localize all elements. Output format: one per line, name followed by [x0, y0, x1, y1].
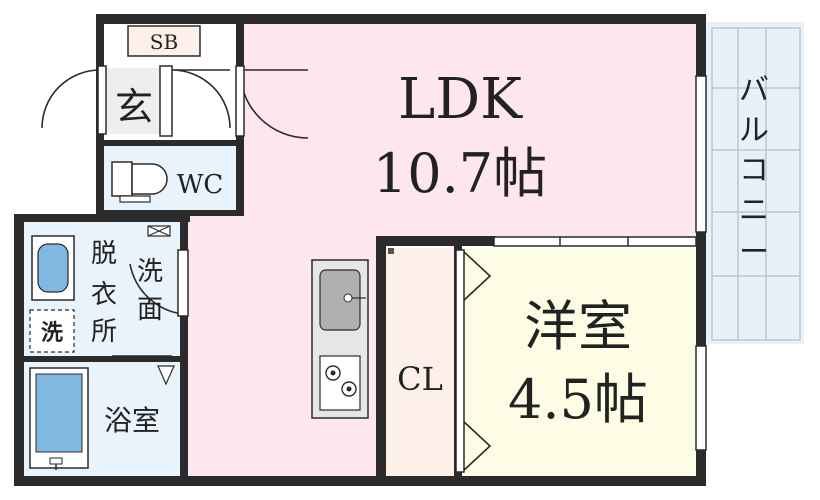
balcony-label-5: ー	[739, 235, 769, 270]
vanity-label-1: 洗	[137, 257, 163, 287]
ldk-window	[695, 75, 707, 233]
door-panel-front	[97, 65, 107, 135]
bedroom-label: 洋室	[524, 295, 632, 358]
kitchen-counter	[311, 259, 369, 419]
closet-pillar	[388, 248, 394, 254]
door-panel-washroom	[177, 249, 189, 317]
front-door	[41, 69, 101, 129]
shoe-box	[127, 25, 201, 57]
balcony-label-3: コ	[739, 153, 769, 188]
vanity-icon	[31, 235, 75, 301]
bathroom-label: 浴室	[104, 404, 160, 437]
washing-machine-icon	[29, 309, 75, 353]
bedroom-window	[695, 345, 707, 451]
bedroom-size: 4.5帖	[508, 368, 648, 431]
washer-label: 洗	[41, 320, 63, 346]
balcony-floor	[706, 22, 804, 344]
balcony-label-1: バ	[739, 73, 769, 108]
stove-icon	[319, 355, 361, 411]
bath-door-marker	[157, 365, 175, 386]
bathtub-icon	[29, 367, 89, 470]
washroom-label-1: 脱	[91, 239, 117, 269]
closet-floor	[386, 248, 454, 476]
door-panel-entrance	[159, 65, 173, 137]
closet-door-upper	[461, 249, 492, 303]
bedroom-sliding-door	[493, 236, 697, 247]
closet-door-lower	[461, 419, 492, 473]
balcony-grid	[711, 27, 801, 341]
washroom-label-2: 衣	[91, 280, 117, 310]
sink-icon	[319, 269, 366, 331]
bedroom-floor	[462, 248, 696, 476]
door-panel-ldk	[235, 65, 245, 137]
balcony-label-2: ル	[739, 113, 769, 148]
entrance-label: 玄	[115, 85, 153, 129]
door-panel-closet	[455, 249, 465, 473]
toilet-label: WC	[177, 170, 224, 200]
entrance-door	[171, 69, 231, 129]
shoe-box-label: SB	[150, 30, 178, 54]
ldk-label: LDK	[398, 67, 523, 132]
vanity-label-2: 面	[137, 295, 163, 325]
windows	[493, 75, 707, 451]
closet-label: CL	[397, 360, 443, 398]
balcony-label-4: ニ	[739, 193, 769, 228]
ldk-size: 10.7帖	[373, 142, 547, 205]
washroom-label-3: 所	[91, 317, 117, 347]
toilet-icon	[111, 161, 168, 203]
